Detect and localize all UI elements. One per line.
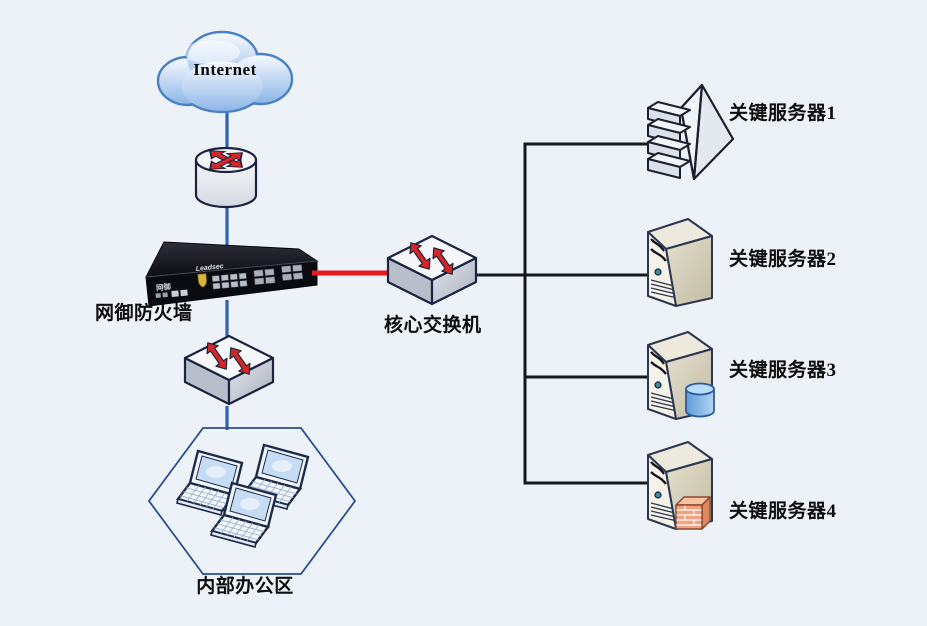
internet-label: Internet xyxy=(193,60,257,79)
office-zone-node xyxy=(146,425,358,577)
brick-block-icon xyxy=(675,496,711,530)
internet-cloud-node: Internet xyxy=(150,24,300,119)
core-switch-label: 核心交换机 xyxy=(384,315,482,336)
core-switch-node xyxy=(384,232,480,316)
server1-icon xyxy=(647,83,735,181)
office-hexagon-icon xyxy=(147,427,357,575)
office-label: 内部办公区 xyxy=(196,576,294,597)
server3-icon xyxy=(646,331,715,421)
access-switch-icon xyxy=(181,332,277,416)
server1-node xyxy=(646,82,738,186)
server4-label: 关键服务器4 xyxy=(729,501,837,522)
firewall-panel-text: 网御 xyxy=(155,281,171,292)
server4-node xyxy=(646,441,726,543)
access-switch-node xyxy=(181,332,277,416)
server2-icon xyxy=(646,218,714,308)
server4-icon xyxy=(646,441,714,531)
server2-label: 关键服务器2 xyxy=(729,249,837,270)
router-icon xyxy=(194,146,258,209)
firewall-uplink-port xyxy=(312,270,320,276)
server3-node xyxy=(646,331,726,433)
firewall-icon: Leadsec 网御 xyxy=(145,241,320,307)
firewall-shield-badge xyxy=(197,273,207,288)
cloud-icon xyxy=(156,30,294,114)
hexagon-outline xyxy=(147,427,357,575)
server3-label: 关键服务器3 xyxy=(729,360,837,381)
server1-label: 关键服务器1 xyxy=(729,103,837,124)
router-node xyxy=(193,145,259,211)
firewall-node: Leadsec 网御 xyxy=(144,241,320,309)
firewall-label: 网御防火墙 xyxy=(95,303,193,324)
firewall-brand-text: Leadsec xyxy=(195,263,224,273)
server2-node xyxy=(646,218,718,320)
core-switch-icon xyxy=(384,232,480,316)
database-cylinder-icon xyxy=(685,382,715,418)
